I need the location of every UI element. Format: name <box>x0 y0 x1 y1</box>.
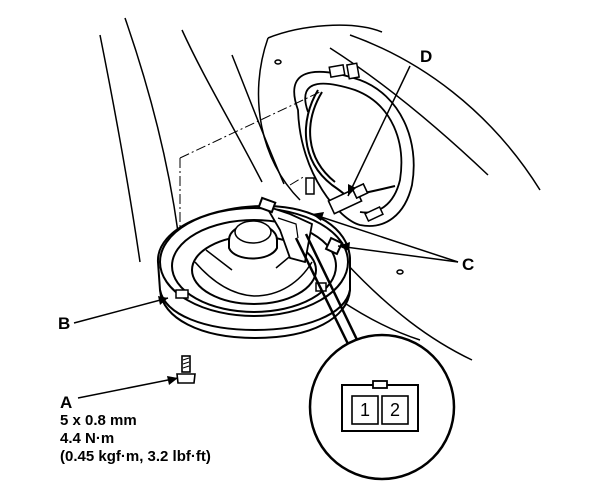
callout-c: C <box>462 255 474 274</box>
pin-1-label: 1 <box>360 400 370 420</box>
bolt-size-spec: 5 x 0.8 mm <box>60 412 137 429</box>
connector-lead <box>294 233 362 349</box>
door-panel-outline <box>99 17 541 361</box>
connector-lock-tab <box>372 380 388 389</box>
pin-1-cavity <box>351 395 379 425</box>
leader-arrows <box>158 184 356 385</box>
callout-d: D <box>420 47 432 66</box>
pin-2-label: 2 <box>390 400 400 420</box>
speaker <box>156 196 351 340</box>
callout-b: B <box>58 314 70 333</box>
bolt <box>176 355 196 384</box>
door-clips <box>274 59 404 275</box>
leader-lines <box>73 65 459 399</box>
harness-connector <box>327 182 369 215</box>
torque-spec: 4.4 N·m <box>60 430 114 447</box>
torque-spec-alt: (0.45 kgf·m, 3.2 lbf·ft) <box>60 448 211 465</box>
guide-lines <box>179 91 321 300</box>
pin-2-cavity <box>381 395 409 425</box>
callout-a: A <box>60 393 72 412</box>
connector-detail: 1 2 <box>308 333 456 481</box>
